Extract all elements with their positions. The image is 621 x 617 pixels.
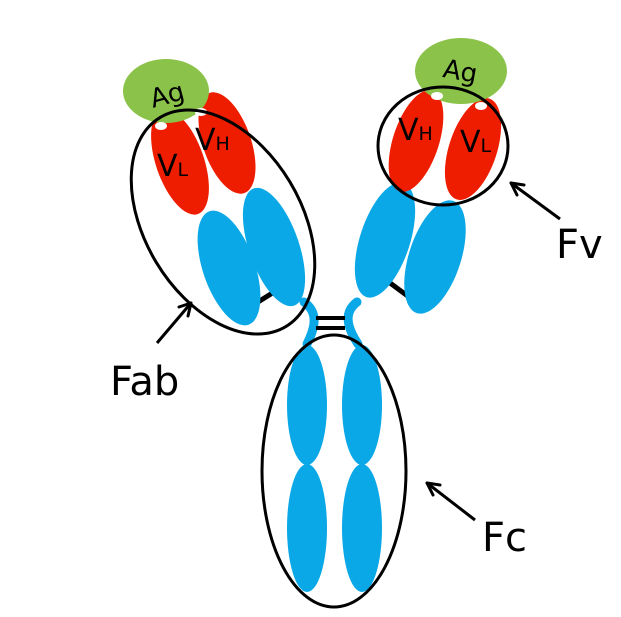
left-vl-label: VL [157,149,189,184]
right-fab-arm [354,38,507,314]
fab-label: Fab [110,359,179,405]
left-light-chain-constant-domain [197,210,261,326]
right-vh-label: VH [398,113,433,148]
right-heavy-chain-constant-domain [354,182,416,298]
left-vl-domain [151,109,209,215]
right-vl-label-main: V [460,125,481,160]
right-vh-domain [388,90,444,192]
region-labels: Fab Fv Fc [110,222,603,561]
fc-upper-left-domain [287,345,327,465]
left-vh-label: VH [195,123,230,158]
fc-upper-right-domain [342,345,382,465]
fv-label: Fv [556,222,603,268]
right-vl-domain [444,98,502,200]
left-antigen [123,59,209,123]
fc-outline [260,333,408,609]
right-vh-label-main: V [398,113,419,148]
left-vl-label-sub: L [178,159,189,181]
fv-outline [376,85,510,207]
right-antigen-binding-site-1 [431,92,443,100]
fc-domains [287,345,382,592]
fc-lower-right-domain [342,464,382,592]
right-antigen-label: Ag [441,54,480,89]
fc-lower-left-domain [287,464,327,592]
right-vh-label-sub: H [419,123,433,145]
left-heavy-chain-constant-domain [242,187,306,307]
left-vh-label-main: V [195,123,216,158]
left-fab-arm [123,59,306,326]
left-vh-domain [198,92,256,194]
left-vh-label-sub: H [216,133,230,155]
domain-labels: Ag Ag VL VH VH VL [147,54,492,184]
right-light-chain-constant-domain [404,200,466,314]
region-outlines [129,85,510,609]
right-antigen-binding-site-2 [475,102,487,110]
pointer-arrows [155,181,561,522]
fc-arrow [425,481,476,522]
fab-arrow [155,301,193,344]
right-vl-label: VL [460,125,492,160]
fab-outline [129,108,317,336]
left-vl-label-main: V [157,149,178,184]
left-antigen-binding-site-1 [155,122,167,130]
fv-arrow [509,181,561,221]
fc-label: Fc [482,515,527,561]
right-vl-label-sub: L [481,135,492,157]
